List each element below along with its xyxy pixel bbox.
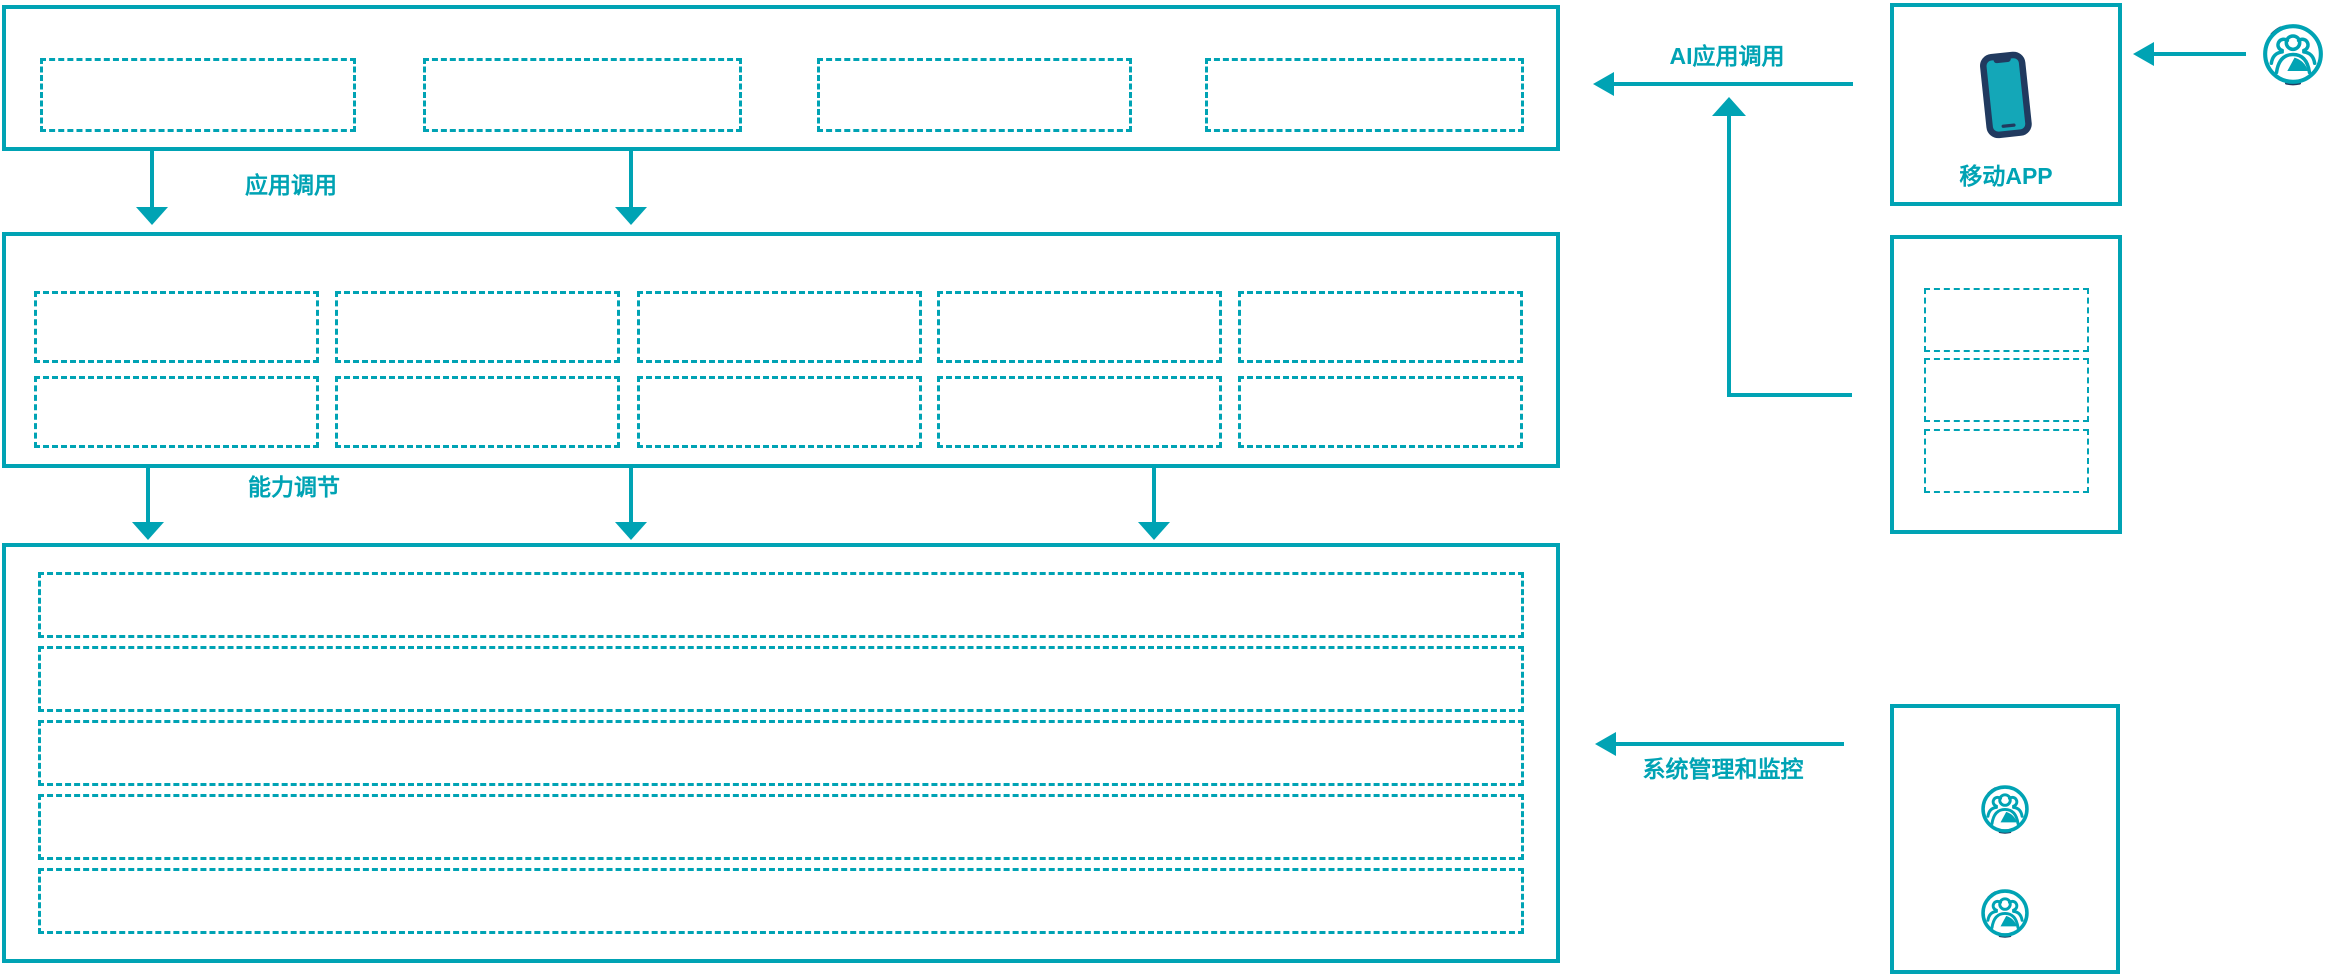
placeholder-box	[1924, 288, 2089, 352]
placeholder-box	[423, 58, 742, 132]
placeholder-box	[1924, 358, 2089, 422]
placeholder-box	[937, 376, 1222, 448]
placeholder-box	[1238, 291, 1523, 363]
down-arrow	[146, 468, 150, 522]
placeholder-box	[335, 291, 620, 363]
user-group-icon	[2260, 21, 2326, 87]
placeholder-box	[34, 376, 319, 448]
down-arrow	[629, 468, 633, 522]
user-group-icon	[1979, 783, 2031, 835]
down-arrow	[150, 151, 154, 207]
placeholder-row	[38, 794, 1524, 860]
system-monitor-arrow	[1616, 742, 1844, 746]
placeholder-box	[40, 58, 356, 132]
placeholder-box	[335, 376, 620, 448]
up-arrowhead	[1712, 97, 1746, 116]
placeholder-box	[1205, 58, 1524, 132]
placeholder-box	[637, 376, 922, 448]
smartphone-icon	[1980, 50, 2032, 142]
feeder-line-vertical	[1727, 115, 1731, 397]
ai-app-call-label: AI应用调用	[1669, 43, 1785, 69]
down-arrow	[1152, 468, 1156, 522]
flow-label-app-call: 应用调用	[245, 172, 337, 198]
mobile-app-label: 移动APP	[1959, 163, 2053, 189]
placeholder-box	[34, 291, 319, 363]
placeholder-box	[937, 291, 1222, 363]
down-arrow	[629, 151, 633, 207]
placeholder-row	[38, 572, 1524, 638]
placeholder-box	[1238, 376, 1523, 448]
ai-app-call-arrow	[1614, 82, 1853, 86]
placeholder-row	[38, 868, 1524, 934]
placeholder-box	[817, 58, 1132, 132]
admin-panel	[1890, 704, 2120, 974]
user-arrow	[2154, 52, 2246, 56]
flow-label-capability: 能力调节	[248, 474, 340, 500]
placeholder-box	[637, 291, 922, 363]
user-group-icon	[1979, 887, 2031, 939]
feeder-line-horizontal	[1729, 393, 1852, 397]
placeholder-box	[1924, 429, 2089, 493]
placeholder-row	[38, 646, 1524, 712]
system-monitor-label: 系统管理和监控	[1642, 756, 1804, 782]
placeholder-row	[38, 720, 1524, 786]
